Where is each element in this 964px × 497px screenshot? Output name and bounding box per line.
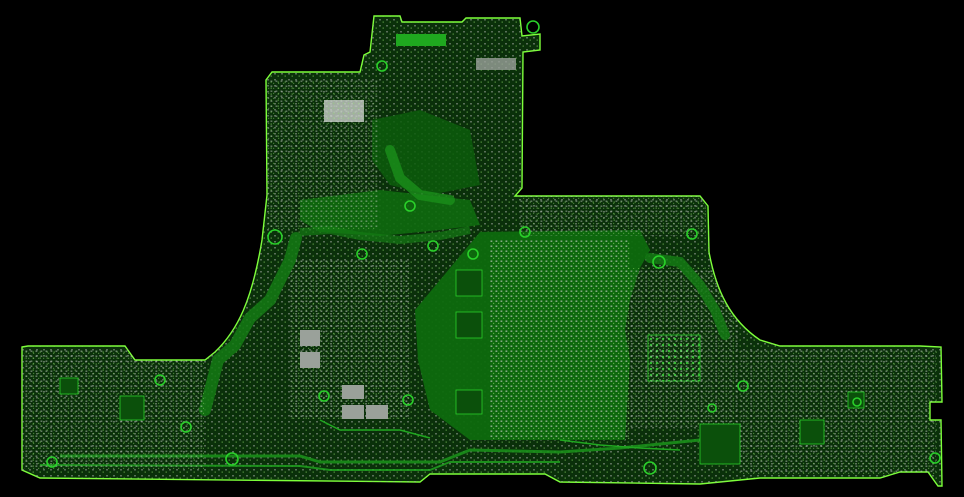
mounting-hole-icon: [467, 248, 479, 260]
mounting-hole-icon: [225, 452, 239, 466]
cpu-die-area: [490, 240, 630, 440]
left-io-region: [24, 350, 204, 470]
mounting-hole-icon: [180, 421, 192, 433]
inductor-1: [342, 385, 364, 399]
cpu-pad-2: [455, 311, 483, 339]
mounting-holes: [46, 20, 941, 475]
thick-trace-left: [199, 232, 302, 416]
mounting-hole-icon: [404, 200, 416, 212]
mounting-hole-icon: [154, 374, 166, 386]
upper-right-region: [520, 196, 706, 236]
thick-trace-upper: [385, 145, 455, 205]
gpu-region: [628, 268, 738, 428]
left-chip-2: [59, 377, 79, 395]
mounting-hole-icon: [643, 461, 657, 475]
right-chip: [699, 423, 741, 465]
mounting-hole-icon: [267, 229, 283, 245]
inductor-2: [342, 405, 364, 419]
thick-trace-top: [299, 225, 471, 245]
signal-trace-2: [559, 439, 681, 451]
cpu-pad-1: [455, 269, 483, 297]
inductor-5: [300, 352, 320, 368]
mounting-hole-icon: [526, 20, 540, 34]
inductor-3: [366, 405, 388, 419]
mounting-hole-icon: [376, 60, 388, 72]
mounting-hole-icon: [46, 456, 58, 468]
signal-trace-1: [319, 419, 431, 439]
mounting-hole-icon: [402, 394, 414, 406]
mounting-hole-icon: [737, 380, 749, 392]
right-io-region: [740, 350, 936, 474]
mounting-hole-icon: [852, 397, 862, 407]
thick-trace-right: [645, 253, 730, 340]
mounting-hole-icon: [929, 452, 941, 464]
mounting-hole-icon: [427, 240, 439, 252]
inductor-4: [300, 330, 320, 346]
mounting-hole-icon: [707, 403, 717, 413]
mounting-hole-icon: [356, 248, 368, 260]
bottom-bus-2: [39, 461, 560, 471]
bottom-bus: [60, 438, 701, 464]
mounting-hole-icon: [519, 226, 531, 238]
right-chip-3: [799, 419, 825, 445]
mounting-hole-icon: [318, 390, 330, 402]
mounting-hole-icon: [652, 255, 666, 269]
top-connector-2: [396, 34, 446, 46]
left-chip: [119, 395, 145, 421]
mounting-hole-icon: [686, 228, 698, 240]
upper-left-region: [268, 80, 378, 230]
top-connector-3: [476, 58, 516, 70]
cpu-pad-3: [455, 389, 483, 415]
